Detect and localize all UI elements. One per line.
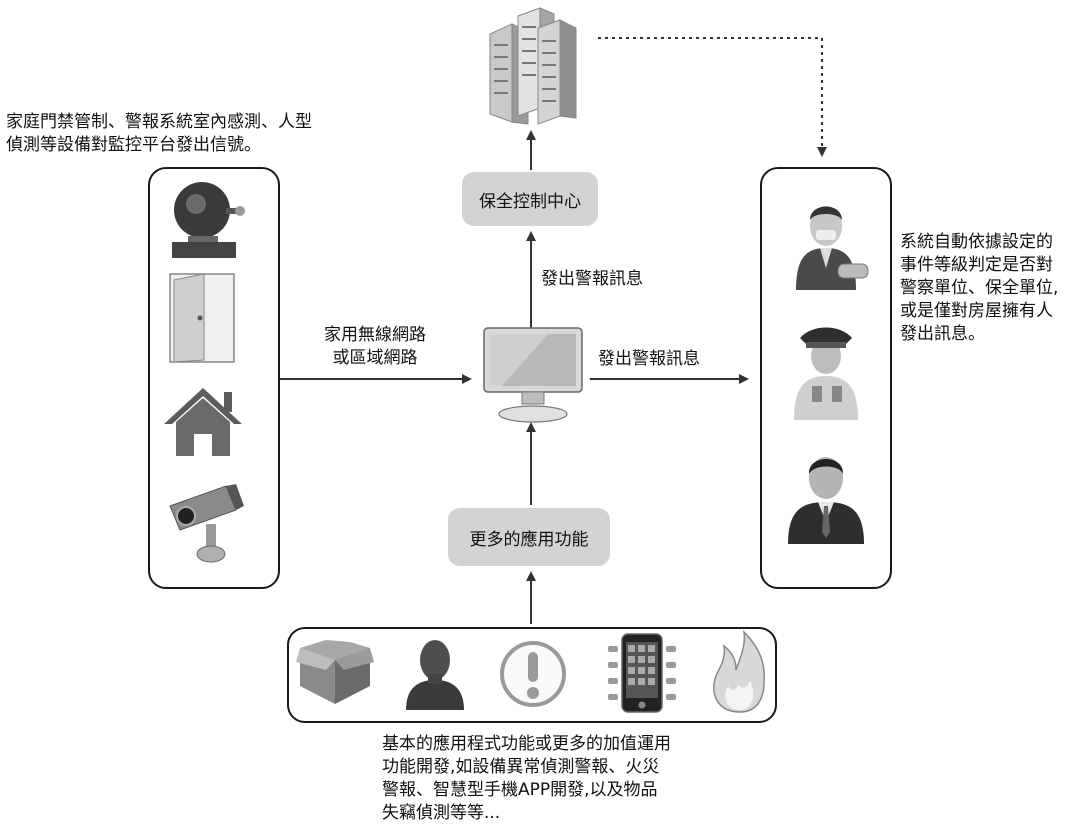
bottom-note-line: 基本的應用程式功能或更多的加值運用 xyxy=(382,734,671,754)
bottom-note-line: 功能開發,如設備異常偵測警報、火災 xyxy=(382,757,660,777)
person-bust-icon xyxy=(406,640,464,710)
computer-monitor-icon xyxy=(483,327,583,423)
left-note-line: 家庭門禁管制、警報系統室內感測、人型 xyxy=(6,112,312,132)
left-note: 家庭門禁管制、警報系統室內感測、人型 偵測等設備對監控平台發出信號。 xyxy=(6,111,312,157)
security-guard-icon xyxy=(794,327,858,420)
homeowner-icon xyxy=(788,457,864,544)
exclamation-icon xyxy=(500,641,566,707)
edge-label-network: 家用無線網路 或區域網路 xyxy=(270,324,480,370)
right-note-line: 事件等級判定是否對 xyxy=(900,255,1053,275)
office-buildings-icon xyxy=(489,7,577,125)
left-note-line: 偵測等設備對監控平台發出信號。 xyxy=(6,135,261,155)
house-icon xyxy=(164,388,242,456)
edge-label-right: 發出警報訊息 xyxy=(598,349,700,369)
right-note: 系統自動依據設定的 事件等級判定是否對 警察單位、保全單位, 或是僅對房屋擁有人… xyxy=(900,231,1058,346)
police-officer-icon xyxy=(796,206,869,290)
bottom-note-line: 失竊偵測等等... xyxy=(382,803,501,823)
alarm-bell-icon xyxy=(172,182,245,258)
dotted-arrow-buildings-to-recipients xyxy=(598,37,827,157)
security-camera-icon xyxy=(169,484,244,563)
package-box-icon xyxy=(296,640,374,704)
bottom-note-line: 警報、智慧型手機APP開發,以及物品 xyxy=(382,780,658,800)
right-note-line: 系統自動依據設定的 xyxy=(900,232,1053,252)
edge-label-line: 家用無線網路 xyxy=(324,325,426,345)
smartphone-icon xyxy=(608,633,676,713)
bottom-note: 基本的應用程式功能或更多的加值運用 功能開發,如設備異常偵測警報、火災 警報、智… xyxy=(382,733,671,825)
right-note-line: 警察單位、保全單位, xyxy=(900,278,1059,298)
more-apps-box: 更多的應用功能 xyxy=(448,508,610,566)
fire-icon xyxy=(713,630,766,713)
edge-label-up: 發出警報訊息 xyxy=(541,269,643,289)
edge-label-line: 或區域網路 xyxy=(332,348,418,368)
right-note-line: 或是僅對房屋擁有人 xyxy=(900,301,1053,321)
right-note-line: 發出訊息。 xyxy=(900,324,985,344)
security-center-box: 保全控制中心 xyxy=(462,172,598,226)
door-icon xyxy=(169,273,235,363)
